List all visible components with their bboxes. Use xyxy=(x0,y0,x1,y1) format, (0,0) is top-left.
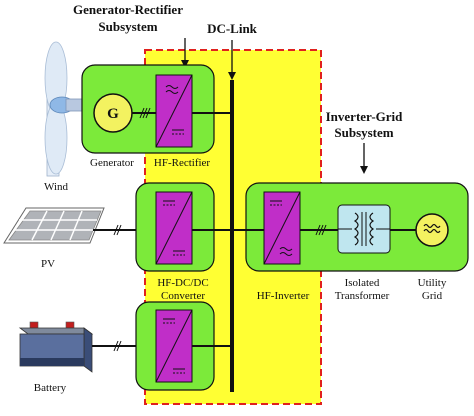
utility-grid-label-line2: Grid xyxy=(422,290,443,302)
battery-icon xyxy=(18,321,94,373)
inverter-hash-icon xyxy=(315,224,327,236)
wind-label: Wind xyxy=(44,181,68,193)
generator-label: Generator xyxy=(90,157,134,169)
dc-link-label: DC-Link xyxy=(207,21,258,36)
hf-dcdc-block xyxy=(155,191,193,265)
dc-link-arrowhead xyxy=(228,72,236,80)
generator-rectifier-arrowhead xyxy=(181,60,189,68)
utility-grid-icon xyxy=(415,213,449,247)
generator-letter: G xyxy=(107,106,119,122)
battery-hash-icon xyxy=(113,340,122,352)
isolated-transformer-label-line2: Transformer xyxy=(335,290,390,302)
utility-grid-label-line1: Utility xyxy=(418,277,447,289)
wind-turbine-icon xyxy=(44,41,87,177)
hf-rectifier-label: HF-Rectifier xyxy=(154,157,211,169)
isolated-transformer-icon xyxy=(337,204,391,254)
rectifier-hash-icon xyxy=(139,107,151,119)
hf-rectifier-block xyxy=(155,74,193,148)
hf-inverter-label: HF-Inverter xyxy=(257,290,310,302)
dc-link-bus xyxy=(230,80,234,392)
hf-inverter-block xyxy=(263,191,301,265)
battery-converter-block xyxy=(155,309,193,383)
inverter-grid-arrowhead xyxy=(360,166,368,174)
inverter-grid-label-line1: Inverter-Grid xyxy=(326,109,404,124)
hf-dcdc-label-line1: HF-DC/DC xyxy=(157,277,208,289)
generator-rectifier-label-line2: Subsystem xyxy=(98,19,157,34)
isolated-transformer-label-line1: Isolated xyxy=(345,277,380,289)
battery-label: Battery xyxy=(34,382,67,394)
generator-rectifier-label-line1: Generator-Rectifier xyxy=(73,2,183,17)
pv-label: PV xyxy=(41,258,55,270)
inverter-grid-label-line2: Subsystem xyxy=(334,125,393,140)
hf-dcdc-label-line2: Converter xyxy=(161,290,205,302)
pv-panel-icon xyxy=(3,207,105,244)
pv-hash-icon xyxy=(113,224,122,236)
